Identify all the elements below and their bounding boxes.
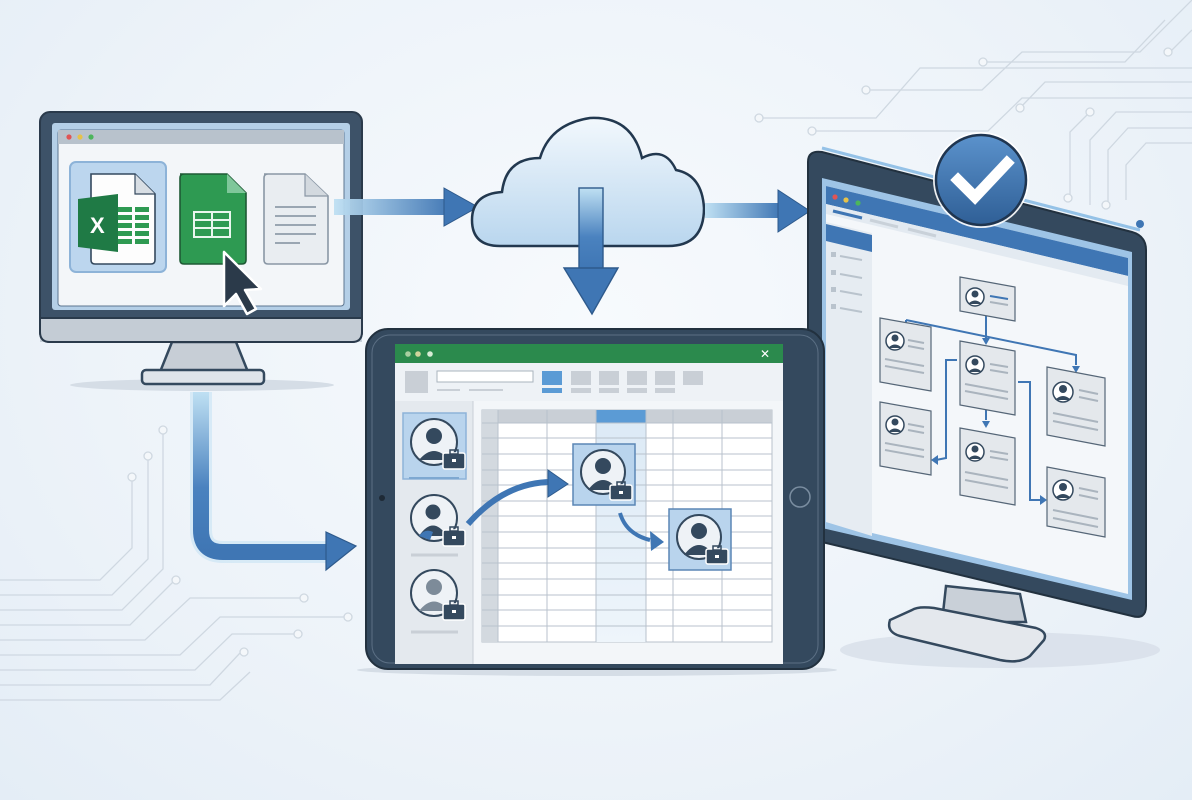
drag-arrow-2 <box>618 512 651 542</box>
org-card-root[interactable] <box>959 276 1016 322</box>
org-card-left-2[interactable] <box>879 401 932 476</box>
circuit-lines-right <box>754 0 1192 210</box>
cloud-icon <box>470 116 706 316</box>
excel-x-glyph: X <box>90 213 105 238</box>
org-card-left-1[interactable] <box>879 317 932 392</box>
briefcase-icon <box>442 449 466 470</box>
spreadsheet-grid[interactable] <box>481 409 773 643</box>
arrow-to-target-monitor <box>705 189 811 233</box>
briefcase-icon <box>442 600 466 621</box>
dragged-person-tile-1[interactable] <box>572 443 636 506</box>
pointer-cursor-icon <box>222 250 263 316</box>
sheets-file-icon[interactable] <box>179 173 247 265</box>
toolbar-button-active[interactable] <box>542 371 562 385</box>
circuit-lines-left <box>0 425 353 701</box>
home-button[interactable] <box>789 486 811 508</box>
text-document-icon[interactable] <box>263 173 329 265</box>
tablet: ✕ <box>357 328 837 676</box>
org-chart-connectors <box>905 313 1077 501</box>
close-icon[interactable]: ✕ <box>760 347 770 361</box>
org-card-right-1[interactable] <box>1046 366 1106 447</box>
org-card-center-1[interactable] <box>959 340 1016 416</box>
org-card-right-2[interactable] <box>1046 466 1106 538</box>
success-check-badge-icon <box>933 132 1029 228</box>
target-monitor <box>807 132 1160 668</box>
drag-arrow-1 <box>465 479 553 526</box>
app-title-bar <box>395 344 783 363</box>
arrow-to-tablet <box>190 392 358 572</box>
briefcase-icon <box>442 526 466 547</box>
arrow-to-cloud <box>334 187 480 227</box>
search-input[interactable] <box>436 370 534 383</box>
dragged-person-tile-2[interactable] <box>668 508 732 571</box>
excel-file-icon[interactable]: X <box>78 173 156 265</box>
org-card-center-2[interactable] <box>959 427 1016 506</box>
source-monitor: X <box>39 111 363 391</box>
